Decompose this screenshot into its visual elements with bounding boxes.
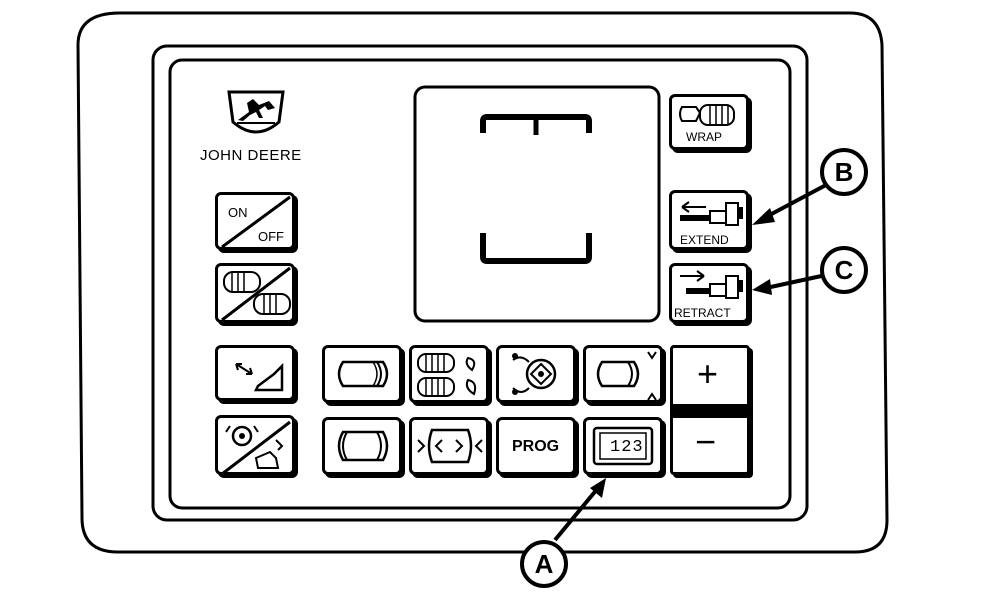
- extend-button[interactable]: EXTEND: [669, 190, 749, 250]
- prog-button[interactable]: PROG: [496, 417, 576, 475]
- bale-size-small-button[interactable]: [322, 345, 402, 403]
- minus-button[interactable]: −: [673, 418, 747, 472]
- arm-extend-icon: [680, 201, 743, 226]
- bale-size-large-button[interactable]: [322, 417, 402, 475]
- off-label: OFF: [258, 229, 284, 244]
- tailgate-button[interactable]: [215, 345, 295, 401]
- wrap-label: WRAP: [686, 130, 722, 144]
- bale-diameter-button[interactable]: [583, 345, 663, 403]
- power-toggle-icon: [221, 195, 291, 249]
- plus-minus-rocker: + −: [670, 345, 750, 475]
- callout-a: A: [520, 540, 568, 588]
- on-label: ON: [228, 205, 248, 220]
- bale-diameter-icon: [596, 351, 657, 401]
- callout-a-label: A: [534, 548, 554, 579]
- bale-monitor-off-button[interactable]: [215, 263, 295, 323]
- brand-name: JOHN DEERE: [200, 147, 302, 164]
- retract-button[interactable]: RETRACT: [669, 263, 749, 323]
- extend-label: EXTEND: [680, 233, 729, 247]
- counter-display-icon: [592, 426, 654, 466]
- pickup-off-button[interactable]: [215, 415, 295, 476]
- net-roll-icon: [512, 353, 557, 395]
- bale-wrap-icon: [679, 104, 735, 126]
- counter-digits: 123: [610, 438, 644, 457]
- bale-count-button[interactable]: [409, 345, 489, 403]
- callout-b: B: [820, 148, 868, 196]
- arrowhead-a: [590, 478, 606, 498]
- arrowhead-b: [752, 208, 775, 225]
- plus-label: +: [697, 353, 719, 394]
- on-off-button[interactable]: ON OFF: [215, 192, 295, 250]
- retract-label: RETRACT: [674, 306, 731, 320]
- arrowhead-c: [752, 279, 772, 295]
- bale-count-icon: [417, 353, 477, 397]
- net-wrap-button[interactable]: [496, 345, 576, 403]
- panel-bezel: [151, 44, 809, 522]
- deer-logo-icon: [227, 90, 285, 134]
- plus-button[interactable]: +: [673, 348, 747, 404]
- callout-b-label: B: [834, 156, 854, 187]
- callout-arrow-b: [763, 183, 827, 220]
- tailgate-icon: [235, 362, 284, 392]
- bale-shape-button[interactable]: [409, 417, 489, 475]
- callout-arrow-c: [765, 273, 827, 290]
- bale-shape-icon: [417, 428, 483, 464]
- prog-label: PROG: [512, 438, 560, 455]
- bale-large-icon: [337, 430, 389, 462]
- minus-label: −: [695, 421, 717, 462]
- rocker-divider: [673, 404, 747, 418]
- bale-small-icon: [337, 360, 389, 388]
- bale-chamber-display-icon: [413, 85, 661, 323]
- callout-arrow-a: [553, 486, 600, 542]
- pickup-off-icon: [221, 420, 291, 476]
- wrap-button[interactable]: WRAP: [669, 94, 749, 150]
- arm-retract-icon: [680, 270, 743, 299]
- bale-monitor-off-icon: [221, 266, 291, 322]
- counter-button[interactable]: 123: [583, 417, 663, 475]
- callout-c: C: [820, 246, 868, 294]
- callout-c-label: C: [834, 254, 854, 285]
